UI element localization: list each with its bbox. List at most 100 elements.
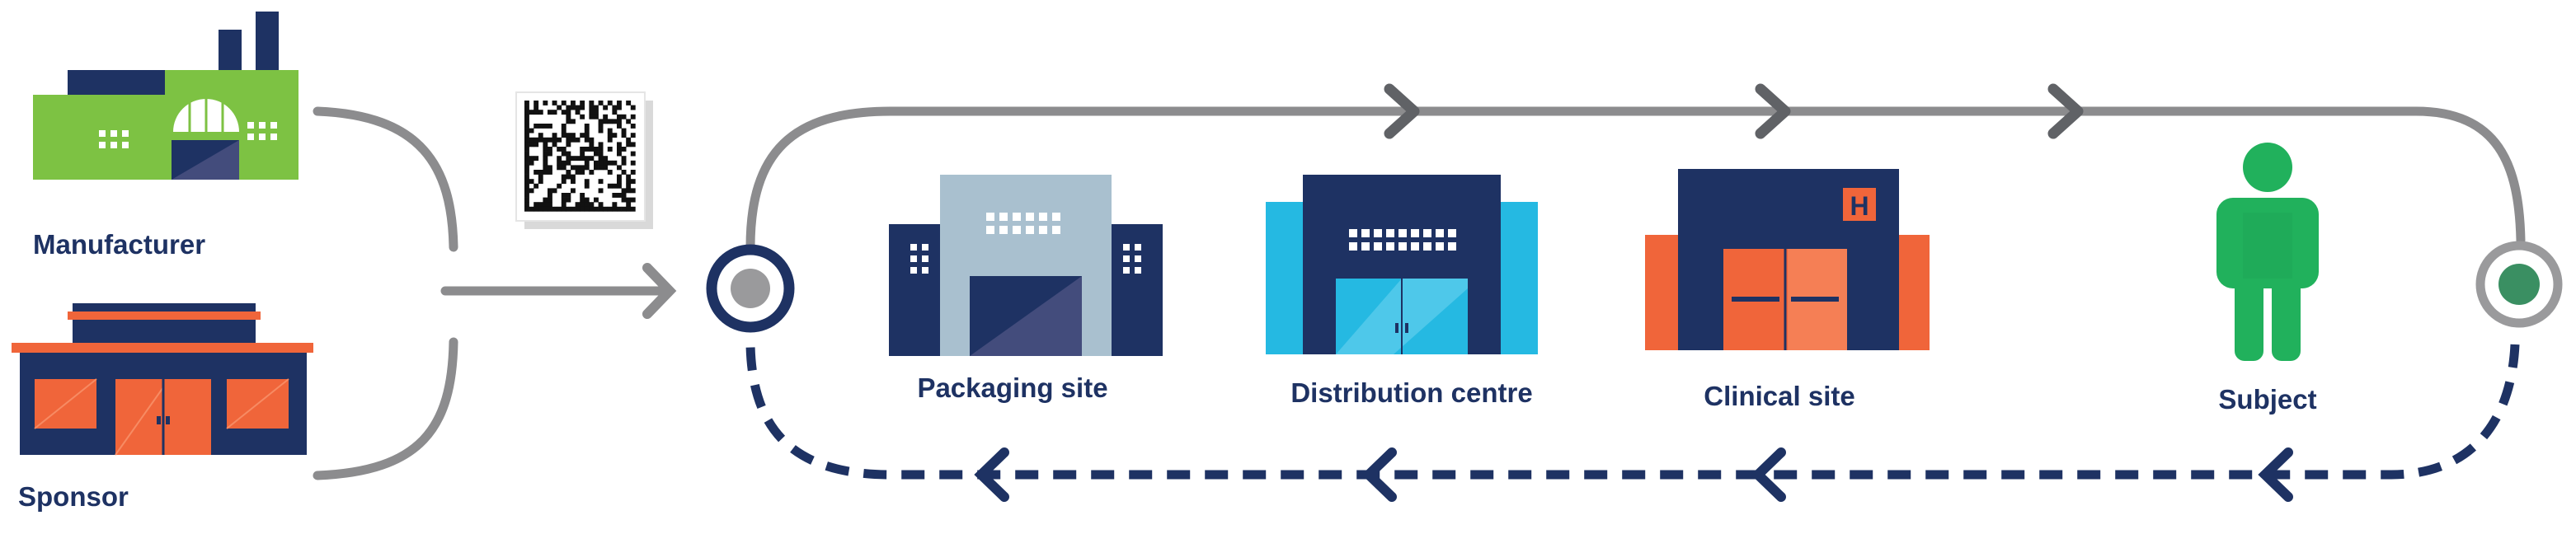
barcode-module (594, 165, 599, 171)
barcode-module (589, 137, 595, 143)
window (1013, 213, 1021, 221)
window (1411, 242, 1419, 251)
barcode-module (626, 101, 632, 105)
barcode-module (524, 179, 529, 185)
barcode-module (617, 119, 622, 124)
barcode-module (538, 179, 543, 185)
barcode-module (566, 151, 571, 157)
barcode-module (607, 119, 613, 124)
barcode-module (598, 151, 604, 157)
barcode-module (617, 147, 622, 152)
barcode-module (580, 114, 585, 119)
barcode-module (534, 110, 539, 115)
barcode-module (524, 183, 529, 189)
barcode-module (580, 193, 585, 198)
barcode-module (584, 128, 590, 134)
barcode-module (557, 160, 562, 166)
return-chevron-2 (1361, 447, 1397, 502)
barcode-module (594, 206, 599, 212)
forward-chevron-1 (1384, 83, 1420, 139)
barcode-module (598, 206, 604, 212)
barcode-module (584, 165, 590, 171)
window (1374, 229, 1382, 237)
start-node (706, 244, 795, 333)
barcode-module (630, 160, 636, 166)
barcode-module (529, 188, 534, 194)
window (1039, 226, 1047, 234)
data-matrix-barcode-icon (515, 91, 653, 229)
barcode-module (607, 147, 613, 152)
barcode-module (524, 165, 529, 171)
window (1361, 229, 1370, 237)
barcode-module (617, 151, 622, 157)
return-chevron-3 (1751, 447, 1786, 502)
barcode-module (552, 110, 557, 115)
barcode-module (589, 110, 595, 115)
barcode-module (598, 165, 604, 171)
barcode-module (543, 151, 548, 157)
barcode-module (589, 202, 595, 208)
barcode-module (626, 188, 632, 194)
barcode-module (598, 147, 604, 152)
window (1052, 213, 1060, 221)
barcode-module (561, 165, 566, 171)
barcode-module (626, 183, 632, 189)
barcode-module (630, 114, 636, 119)
barcode-module (538, 110, 543, 115)
barcode-module (543, 202, 548, 208)
barcode-module (524, 147, 529, 152)
barcode-module (561, 202, 566, 208)
barcode-module (543, 124, 548, 129)
barcode-module (630, 179, 636, 185)
barcode-module (548, 206, 552, 212)
barcode-module (566, 193, 571, 198)
barcode-module (529, 156, 534, 162)
window (1039, 213, 1047, 221)
barcode-module (534, 101, 539, 105)
barcode-module (612, 110, 618, 115)
barcode-module (607, 133, 613, 138)
barcode-module (607, 160, 613, 166)
barcode-module (566, 142, 571, 148)
end-node (2475, 241, 2563, 328)
barcode-module (566, 160, 571, 166)
barcode-module (524, 188, 529, 194)
barcode-module (617, 183, 622, 189)
barcode-module (561, 133, 566, 138)
barcode-module (566, 105, 571, 110)
barcode-module (617, 174, 622, 180)
barcode-module (561, 151, 566, 157)
barcode-module (575, 202, 581, 208)
merge-arrowhead (642, 263, 677, 319)
window (1374, 242, 1382, 251)
barcode-module (617, 101, 622, 105)
barcode-module (589, 147, 595, 152)
distribution-centre-label: Distribution centre (1290, 377, 1533, 408)
barcode-module (543, 170, 548, 175)
forward-chevron-2 (1755, 83, 1791, 139)
window (986, 213, 994, 221)
barcode-module (529, 137, 534, 143)
barcode-module (626, 206, 632, 212)
barcode-module (621, 188, 627, 194)
barcode-module (598, 202, 604, 208)
barcode-module (524, 137, 529, 143)
barcode-module (557, 165, 562, 171)
barcode-module (589, 105, 595, 110)
barcode-module (626, 119, 632, 124)
barcode-module (603, 114, 609, 119)
barcode-module (543, 206, 548, 212)
barcode-module (552, 137, 557, 143)
barcode-module (612, 202, 618, 208)
barcode-module (571, 101, 576, 105)
sponsor-connector (313, 337, 458, 480)
barcode-module (524, 128, 529, 134)
barcode-module (566, 156, 571, 162)
barcode-module (534, 170, 539, 175)
window (1398, 229, 1407, 237)
warehouse-icon (1266, 175, 1538, 354)
barcode-module (594, 110, 599, 115)
barcode-module (617, 114, 622, 119)
barcode-module (524, 170, 529, 175)
barcode-module (571, 179, 576, 185)
